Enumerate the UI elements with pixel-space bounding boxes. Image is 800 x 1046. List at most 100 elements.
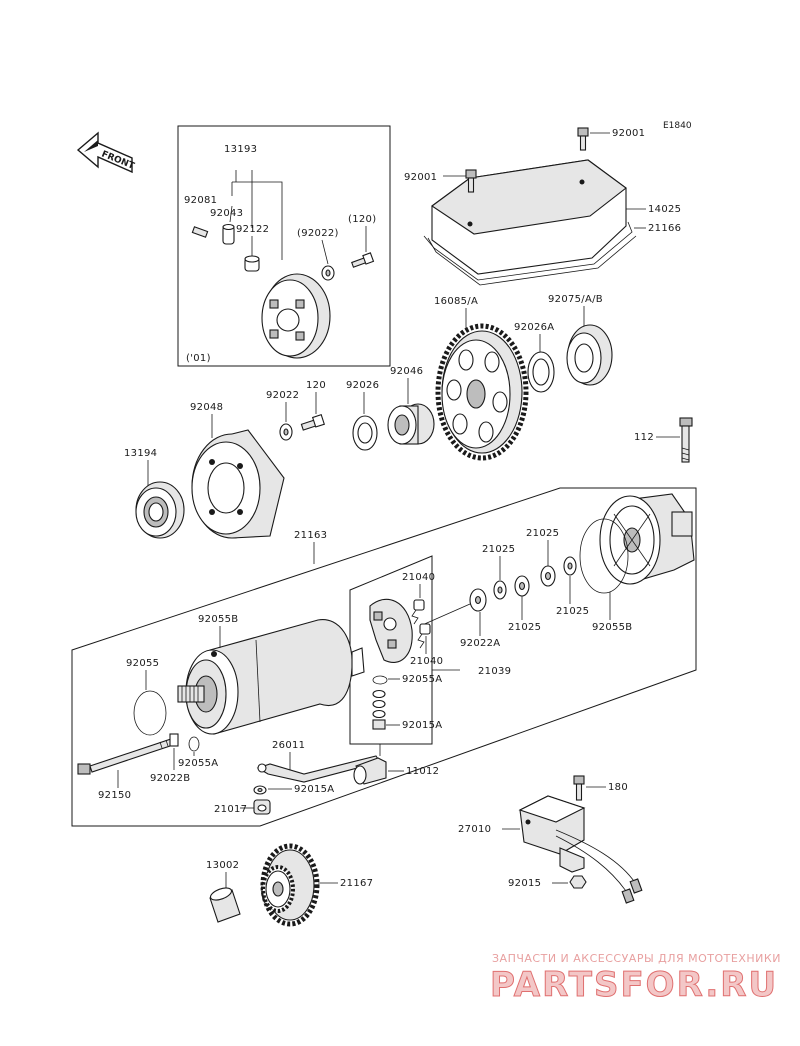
label-13193: 13193 — [224, 144, 257, 155]
label-92043: 92043 — [210, 208, 243, 219]
nut-stack-icon — [372, 689, 386, 730]
nut-92015-icon — [569, 875, 587, 889]
shim-21025-3-icon — [514, 575, 530, 597]
label-92026A: 92026A — [514, 322, 554, 333]
starter-relay-27010-icon — [518, 795, 643, 904]
label-92026: 92026 — [346, 380, 379, 391]
watermark-tagline: ЗАПЧАСТИ И АКСЕССУАРЫ ДЛЯ МОТОТЕХНИКИ — [492, 952, 781, 965]
shim-21025-2-icon — [540, 565, 556, 587]
label-21040-b: 21040 — [410, 656, 443, 667]
label-92055A-b: 92055A — [178, 758, 218, 769]
terminal-21017-icon — [253, 799, 271, 815]
washer-92022A-icon — [469, 588, 487, 612]
label-21017: 21017 — [214, 804, 247, 815]
label-112: 112 — [634, 432, 654, 443]
inset-cap-icon — [244, 255, 260, 272]
bolt-120-icon — [300, 414, 325, 431]
label-21039: 21039 — [478, 666, 511, 677]
o-ring-92055B-rear-icon — [579, 518, 629, 594]
inset-year-label: ('01) — [186, 353, 211, 364]
bolt-112-icon — [679, 417, 693, 463]
one-way-clutch-13194-icon — [135, 481, 185, 539]
label-92001-a: 92001 — [404, 172, 437, 183]
label-92046: 92046 — [390, 366, 423, 377]
label-120-inset: (120) — [348, 214, 376, 225]
label-92015: 92015 — [508, 878, 541, 889]
inset-washer-icon — [321, 265, 335, 281]
label-21025-c: 21025 — [508, 622, 541, 633]
label-92015A-b: 92015A — [294, 784, 334, 795]
label-180: 180 — [608, 782, 628, 793]
cover-14025-icon — [431, 159, 627, 275]
washer-92026A-icon — [527, 351, 555, 393]
diagram-code: E1840 — [663, 121, 692, 131]
label-21025-a: 21025 — [482, 544, 515, 555]
label-13194: 13194 — [124, 448, 157, 459]
needle-bearing-92046-icon — [387, 403, 435, 445]
label-92075: 92075/A/B — [548, 294, 603, 305]
label-13002: 13002 — [206, 860, 239, 871]
inset-parts — [191, 223, 375, 359]
inset-bolt-icon — [351, 252, 375, 268]
label-92022A: 92022A — [460, 638, 500, 649]
brush-21040-a-icon — [411, 599, 425, 625]
inset-pin-icon — [191, 226, 209, 238]
starter-clutch-92048-icon — [191, 429, 285, 539]
bolt-92001-a-icon — [465, 169, 477, 193]
inset-bushing-icon — [222, 223, 235, 245]
shim-21025-1-icon — [563, 556, 577, 576]
label-11012: 11012 — [406, 766, 439, 777]
inset-starter-clutch-icon — [261, 273, 331, 359]
label-16085: 16085/A — [434, 296, 478, 307]
idle-gear-21167-icon — [260, 843, 320, 927]
label-92055A-a: 92055A — [402, 674, 442, 685]
inset-frame — [177, 125, 391, 367]
brush-21040-b-icon — [417, 623, 431, 649]
nut-92015A-b-icon — [253, 785, 267, 795]
label-21040-a: 21040 — [402, 572, 435, 583]
label-92015A-a: 92015A — [402, 720, 442, 731]
label-92022: 92022 — [266, 390, 299, 401]
washer-92075-icon — [566, 324, 613, 386]
starter-motor-body-icon — [177, 619, 365, 735]
label-92122: 92122 — [236, 224, 269, 235]
watermark-brand: PARTSFOR.RU — [490, 965, 778, 1005]
label-92022-inset: (92022) — [297, 228, 339, 239]
label-92022B: 92022B — [150, 773, 190, 784]
label-27010: 27010 — [458, 824, 491, 835]
watermark: ЗАПЧАСТИ И АКСЕССУАРЫ ДЛЯ МОТОТЕХНИКИ PA… — [490, 952, 781, 1006]
gasket-21166-icon — [423, 221, 637, 286]
bolt-92001-b-icon — [577, 127, 589, 151]
starter-end-cover-icon — [599, 493, 695, 585]
washer-92022B-icon — [169, 733, 179, 747]
front-arrow-icon: FRONT — [76, 131, 136, 174]
washer-92026-icon — [352, 415, 378, 451]
starter-motor-frame — [71, 487, 697, 827]
label-92081: 92081 — [184, 195, 217, 206]
label-120: 120 — [306, 380, 326, 391]
label-92001-b: 92001 — [612, 128, 645, 139]
label-92055B-front: 92055B — [198, 614, 238, 625]
label-92048: 92048 — [190, 402, 223, 413]
label-21163: 21163 — [294, 530, 327, 541]
bolt-180-icon — [573, 775, 585, 801]
label-92150: 92150 — [98, 790, 131, 801]
label-92055: 92055 — [126, 658, 159, 669]
label-14025: 14025 — [648, 204, 681, 215]
o-ring-92055A-icon — [372, 675, 388, 685]
brush-holder-frame — [349, 555, 433, 745]
label-21025-d: 21025 — [556, 606, 589, 617]
starter-gear-16085-icon — [435, 323, 529, 461]
shaft-13002-icon — [209, 887, 241, 923]
long-bolt-92150-icon — [77, 737, 177, 775]
brush-plate-icon — [369, 598, 413, 663]
o-ring-92055-icon — [133, 690, 167, 736]
o-ring-92055A-b-icon — [188, 736, 200, 752]
label-21025-b: 21025 — [526, 528, 559, 539]
label-26011: 26011 — [272, 740, 305, 751]
terminal-boot-11012-icon — [353, 757, 387, 785]
label-92055B-rear: 92055B — [592, 622, 632, 633]
label-21166: 21166 — [648, 223, 681, 234]
